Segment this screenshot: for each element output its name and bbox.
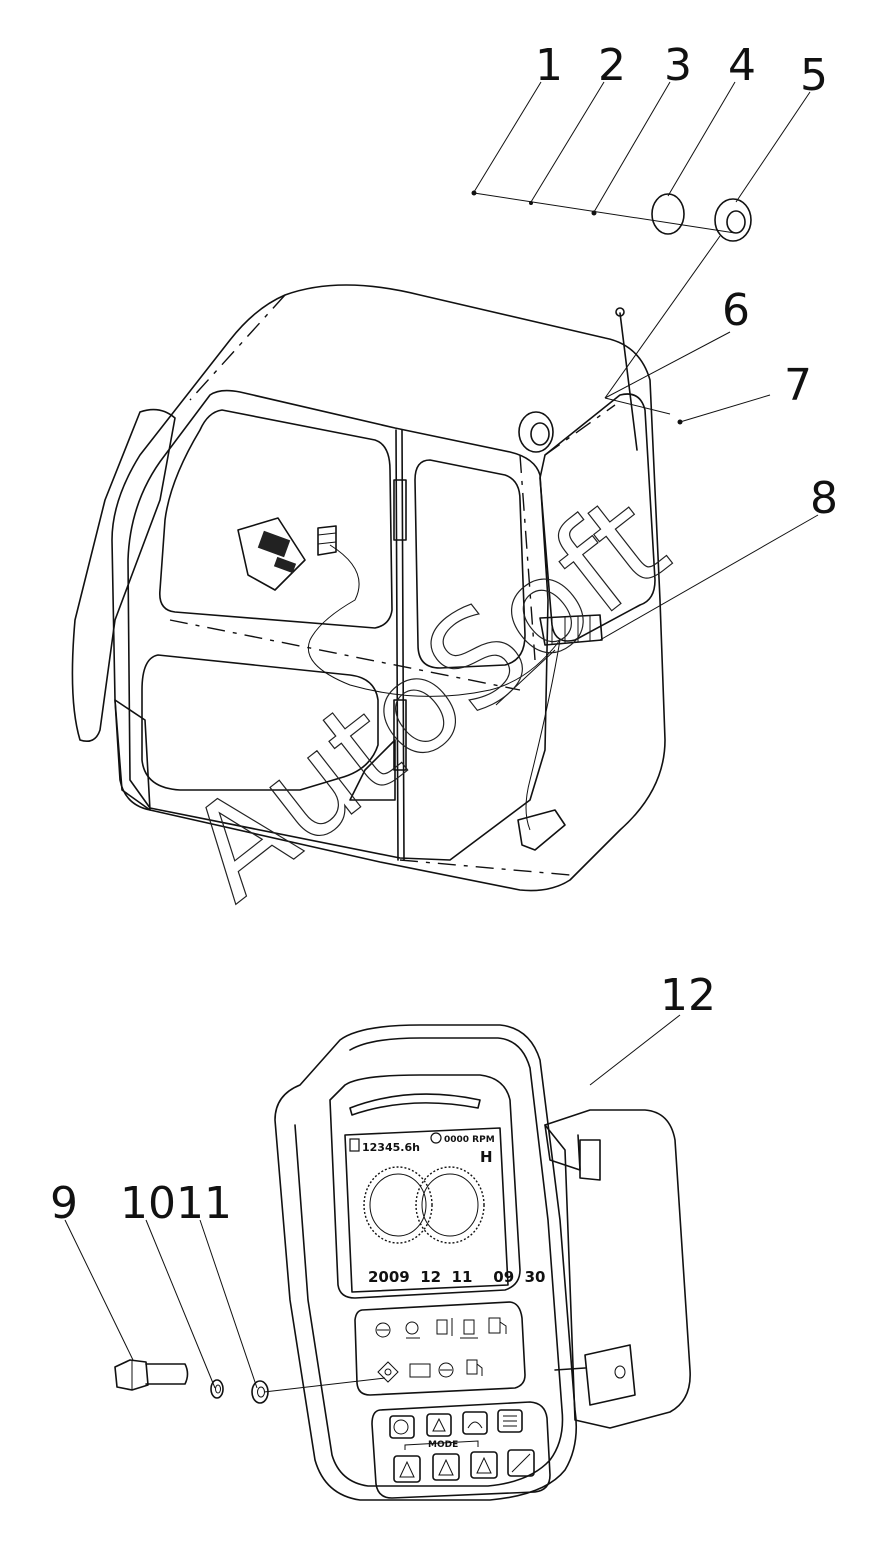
- fuel-icon: [488, 1317, 507, 1334]
- cab-panel: [71, 284, 666, 892]
- air-filter-icon: [377, 1361, 399, 1383]
- lcd-screen: 12345.6h 0000 RPM H 2009 12 11 09 30: [344, 1127, 545, 1293]
- gauge-pair: [363, 1166, 485, 1244]
- hour-meter-value: 12345.6h: [362, 1141, 420, 1154]
- mode-button-3[interactable]: [470, 1451, 498, 1479]
- callout-3: 3: [664, 40, 692, 91]
- hour-meter-icon: [349, 1138, 360, 1152]
- warning-lamp-panel: [354, 1301, 526, 1396]
- hydraulic-temp-icon: [460, 1319, 478, 1339]
- mode-label: MODE: [428, 1440, 458, 1450]
- part-2-washer: [529, 201, 533, 205]
- part-10-washer: [210, 1379, 224, 1399]
- fastener-group: [114, 1359, 269, 1404]
- leader-lines: [64, 81, 819, 1393]
- rpm-value: 0000 RPM: [444, 1135, 495, 1145]
- mode-button-2[interactable]: [432, 1453, 460, 1481]
- top-hardware-group: [471, 190, 752, 242]
- radio-module: [237, 517, 306, 591]
- connector-bundle: [539, 614, 603, 646]
- callout-1: 1: [535, 40, 563, 91]
- connector-lower: [517, 809, 566, 851]
- menu-button[interactable]: [497, 1409, 523, 1433]
- part-9-bolt: [114, 1359, 189, 1391]
- watermark: AutoSoft: [161, 466, 695, 930]
- coolant-icon: [436, 1318, 453, 1336]
- callout-4: 4: [728, 40, 756, 91]
- callout-labels: 1 2 3 4 5 6 7 8 9 10 11 12: [50, 40, 838, 1229]
- connector-upper: [317, 525, 337, 556]
- part-3-washer: [591, 210, 597, 216]
- part-4-plate: [651, 193, 685, 235]
- callout-6: 6: [722, 285, 750, 336]
- mode-button-1[interactable]: [393, 1455, 421, 1483]
- keypad-row-bottom: [393, 1449, 535, 1483]
- keypad: MODE: [371, 1401, 551, 1499]
- monitor-assembly: 12345.6h 0000 RPM H 2009 12 11 09 30: [274, 1024, 691, 1501]
- callout-10: 10: [120, 1178, 176, 1229]
- callout-12: 12: [660, 970, 716, 1021]
- rpm-icon: [430, 1132, 442, 1144]
- part-5-grommet: [714, 198, 752, 242]
- buzzer-stop-button[interactable]: [389, 1415, 415, 1439]
- callout-2: 2: [598, 40, 626, 91]
- callout-9: 9: [50, 1178, 78, 1229]
- part-1-nut: [471, 190, 477, 196]
- fuel-low-icon: [466, 1359, 483, 1376]
- callout-5: 5: [800, 50, 828, 101]
- monitor-bracket: [544, 1109, 691, 1429]
- keypad-row-top: [389, 1409, 523, 1439]
- engine-oil-icon: [375, 1322, 391, 1338]
- wiper-button[interactable]: [462, 1411, 488, 1435]
- callout-7: 7: [784, 360, 812, 411]
- battery-icon: [409, 1363, 431, 1378]
- washer-button[interactable]: [507, 1449, 535, 1477]
- mode-label-group: MODE: [404, 1440, 479, 1450]
- part-11-washer: [251, 1380, 269, 1404]
- up-button-1[interactable]: [426, 1413, 452, 1437]
- preheat-icon: [405, 1321, 420, 1339]
- mode-indicator: H: [480, 1148, 493, 1166]
- date-time-readout: 2009 12 11 09 30: [368, 1268, 545, 1286]
- callout-11: 11: [176, 1178, 232, 1229]
- callout-8: 8: [810, 473, 838, 524]
- warning-icon: [438, 1362, 454, 1378]
